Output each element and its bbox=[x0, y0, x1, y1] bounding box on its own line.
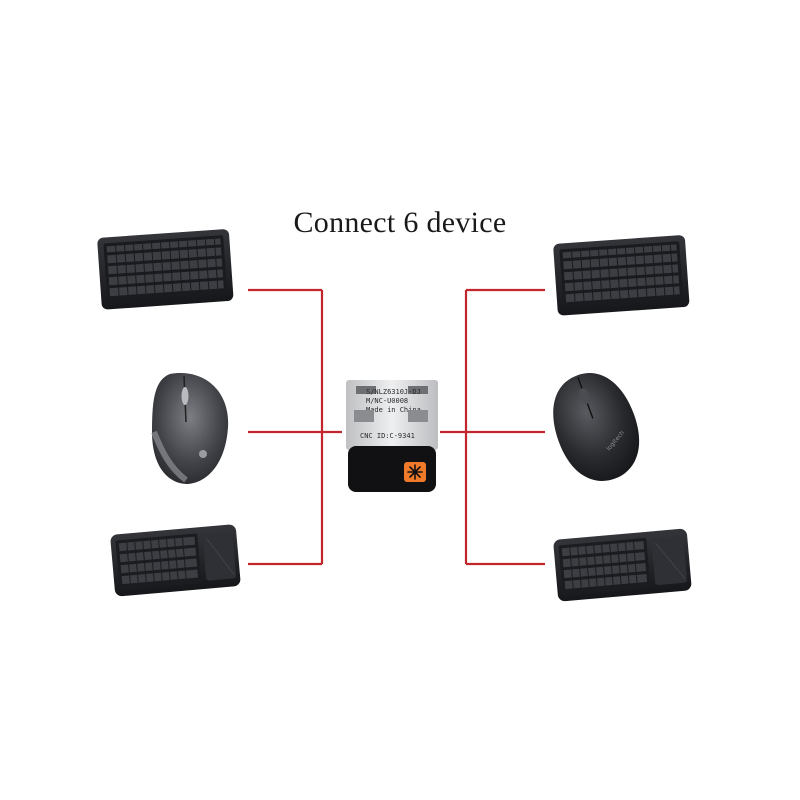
touchpad-keyboard-icon bbox=[110, 524, 241, 597]
dongle-model: M/NC-U0008 bbox=[366, 397, 408, 405]
dongle-cnc-id: CNC ID:C-9341 bbox=[360, 432, 415, 440]
keyboard-icon bbox=[553, 235, 690, 316]
usb-receiver-dongle: S/NLZ6310J-DJ M/NC-U0008 Made in China C… bbox=[346, 380, 438, 492]
touchpad-keyboard-icon bbox=[553, 528, 692, 602]
connector-lines bbox=[248, 288, 545, 566]
diagram-title: Connect 6 device bbox=[293, 206, 507, 239]
keyboard-icon bbox=[97, 229, 234, 310]
wireless-mouse-icon: logitech bbox=[553, 373, 640, 481]
dongle-serial: S/NLZ6310J-DJ bbox=[366, 388, 421, 396]
performance-mouse-icon bbox=[151, 373, 229, 484]
dongle-origin: Made in China bbox=[366, 406, 421, 414]
